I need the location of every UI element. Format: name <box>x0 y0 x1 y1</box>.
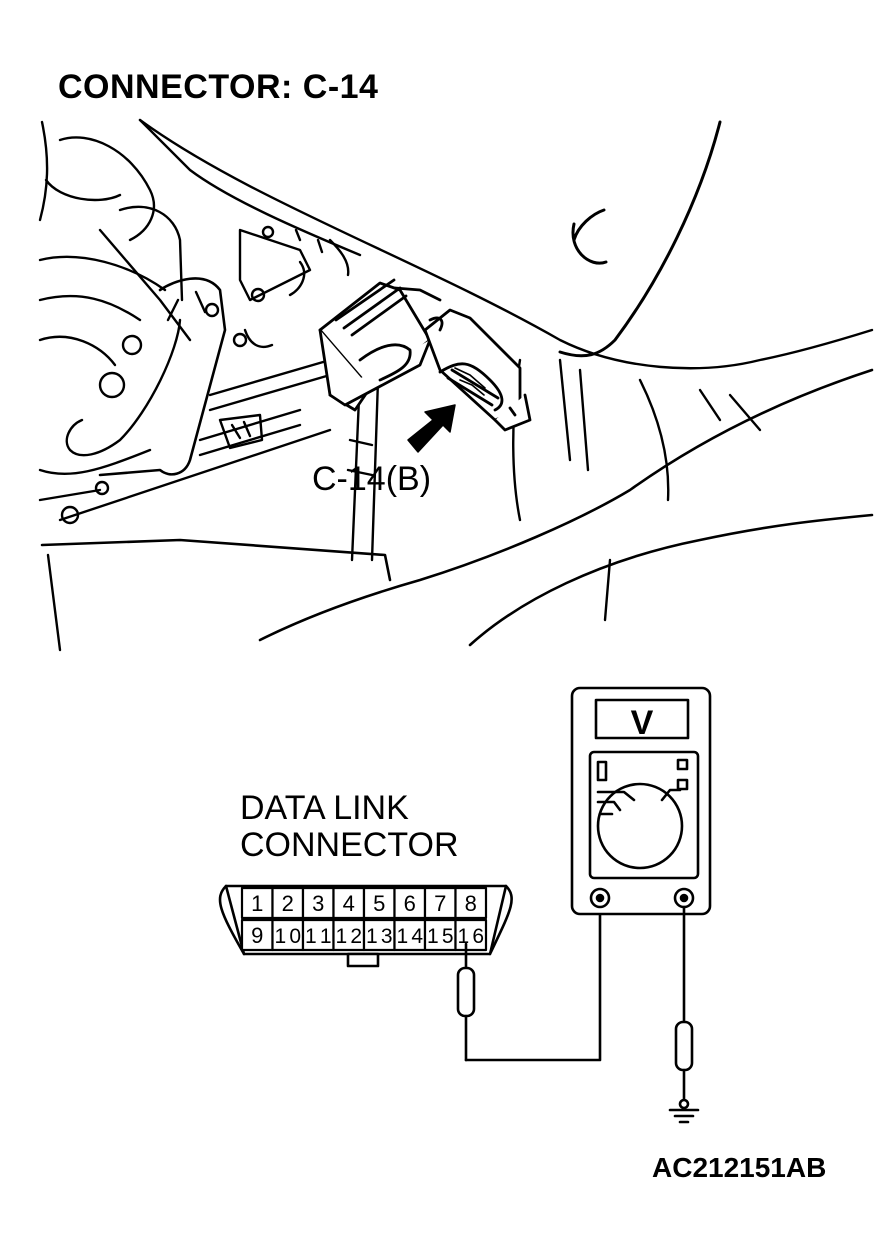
dlc-pin-number: 1 <box>251 891 263 916</box>
dlc-callout-label: DATA LINK CONNECTOR <box>240 790 459 864</box>
dlc-pin-cell <box>423 918 457 952</box>
dlc-pin-number: 6 <box>404 891 416 916</box>
dlc-pin-number: 3 <box>312 891 324 916</box>
dlc-pin-cell <box>362 918 396 952</box>
dlc-label-line2: CONNECTOR <box>240 826 459 864</box>
dlc-probe <box>456 898 602 1062</box>
dlc-pin-number: 5 <box>373 891 385 916</box>
dlc-pin-cell <box>301 886 335 920</box>
dlc-pin-cell <box>271 918 305 952</box>
voltmeter <box>570 686 712 916</box>
page-title: CONNECTOR: C-14 <box>58 68 379 106</box>
dlc-pin-cell <box>393 886 427 920</box>
dashboard-drawing <box>38 118 874 652</box>
dlc-pin-cell <box>271 886 305 920</box>
dlc-pin-number: 4 <box>343 891 355 916</box>
dlc-pin-number: 9 <box>251 923 263 948</box>
dlc-pin-cell <box>332 886 366 920</box>
dlc-pin-cell <box>240 886 274 920</box>
arrow-icon <box>407 404 456 453</box>
ground-lead <box>674 905 694 1106</box>
connector-c14-drawing <box>318 278 532 432</box>
figure-id: AC212151AB <box>652 1152 827 1183</box>
dlc-pin-number: 2 <box>282 891 294 916</box>
dlc-pin-cell <box>240 918 274 952</box>
ground-icon <box>668 1098 700 1124</box>
dlc-pin-cell <box>454 918 488 952</box>
dlc-pin-cell <box>332 918 366 952</box>
connector-callout-label: C-14(B) <box>312 460 432 498</box>
dlc-pin-cell <box>423 886 457 920</box>
dlc-pin-number: 8 <box>465 891 477 916</box>
dlc-pin-cell <box>454 886 488 920</box>
dlc-pin-number: 7 <box>434 891 446 916</box>
dlc-label-line1: DATA LINK <box>240 789 409 827</box>
